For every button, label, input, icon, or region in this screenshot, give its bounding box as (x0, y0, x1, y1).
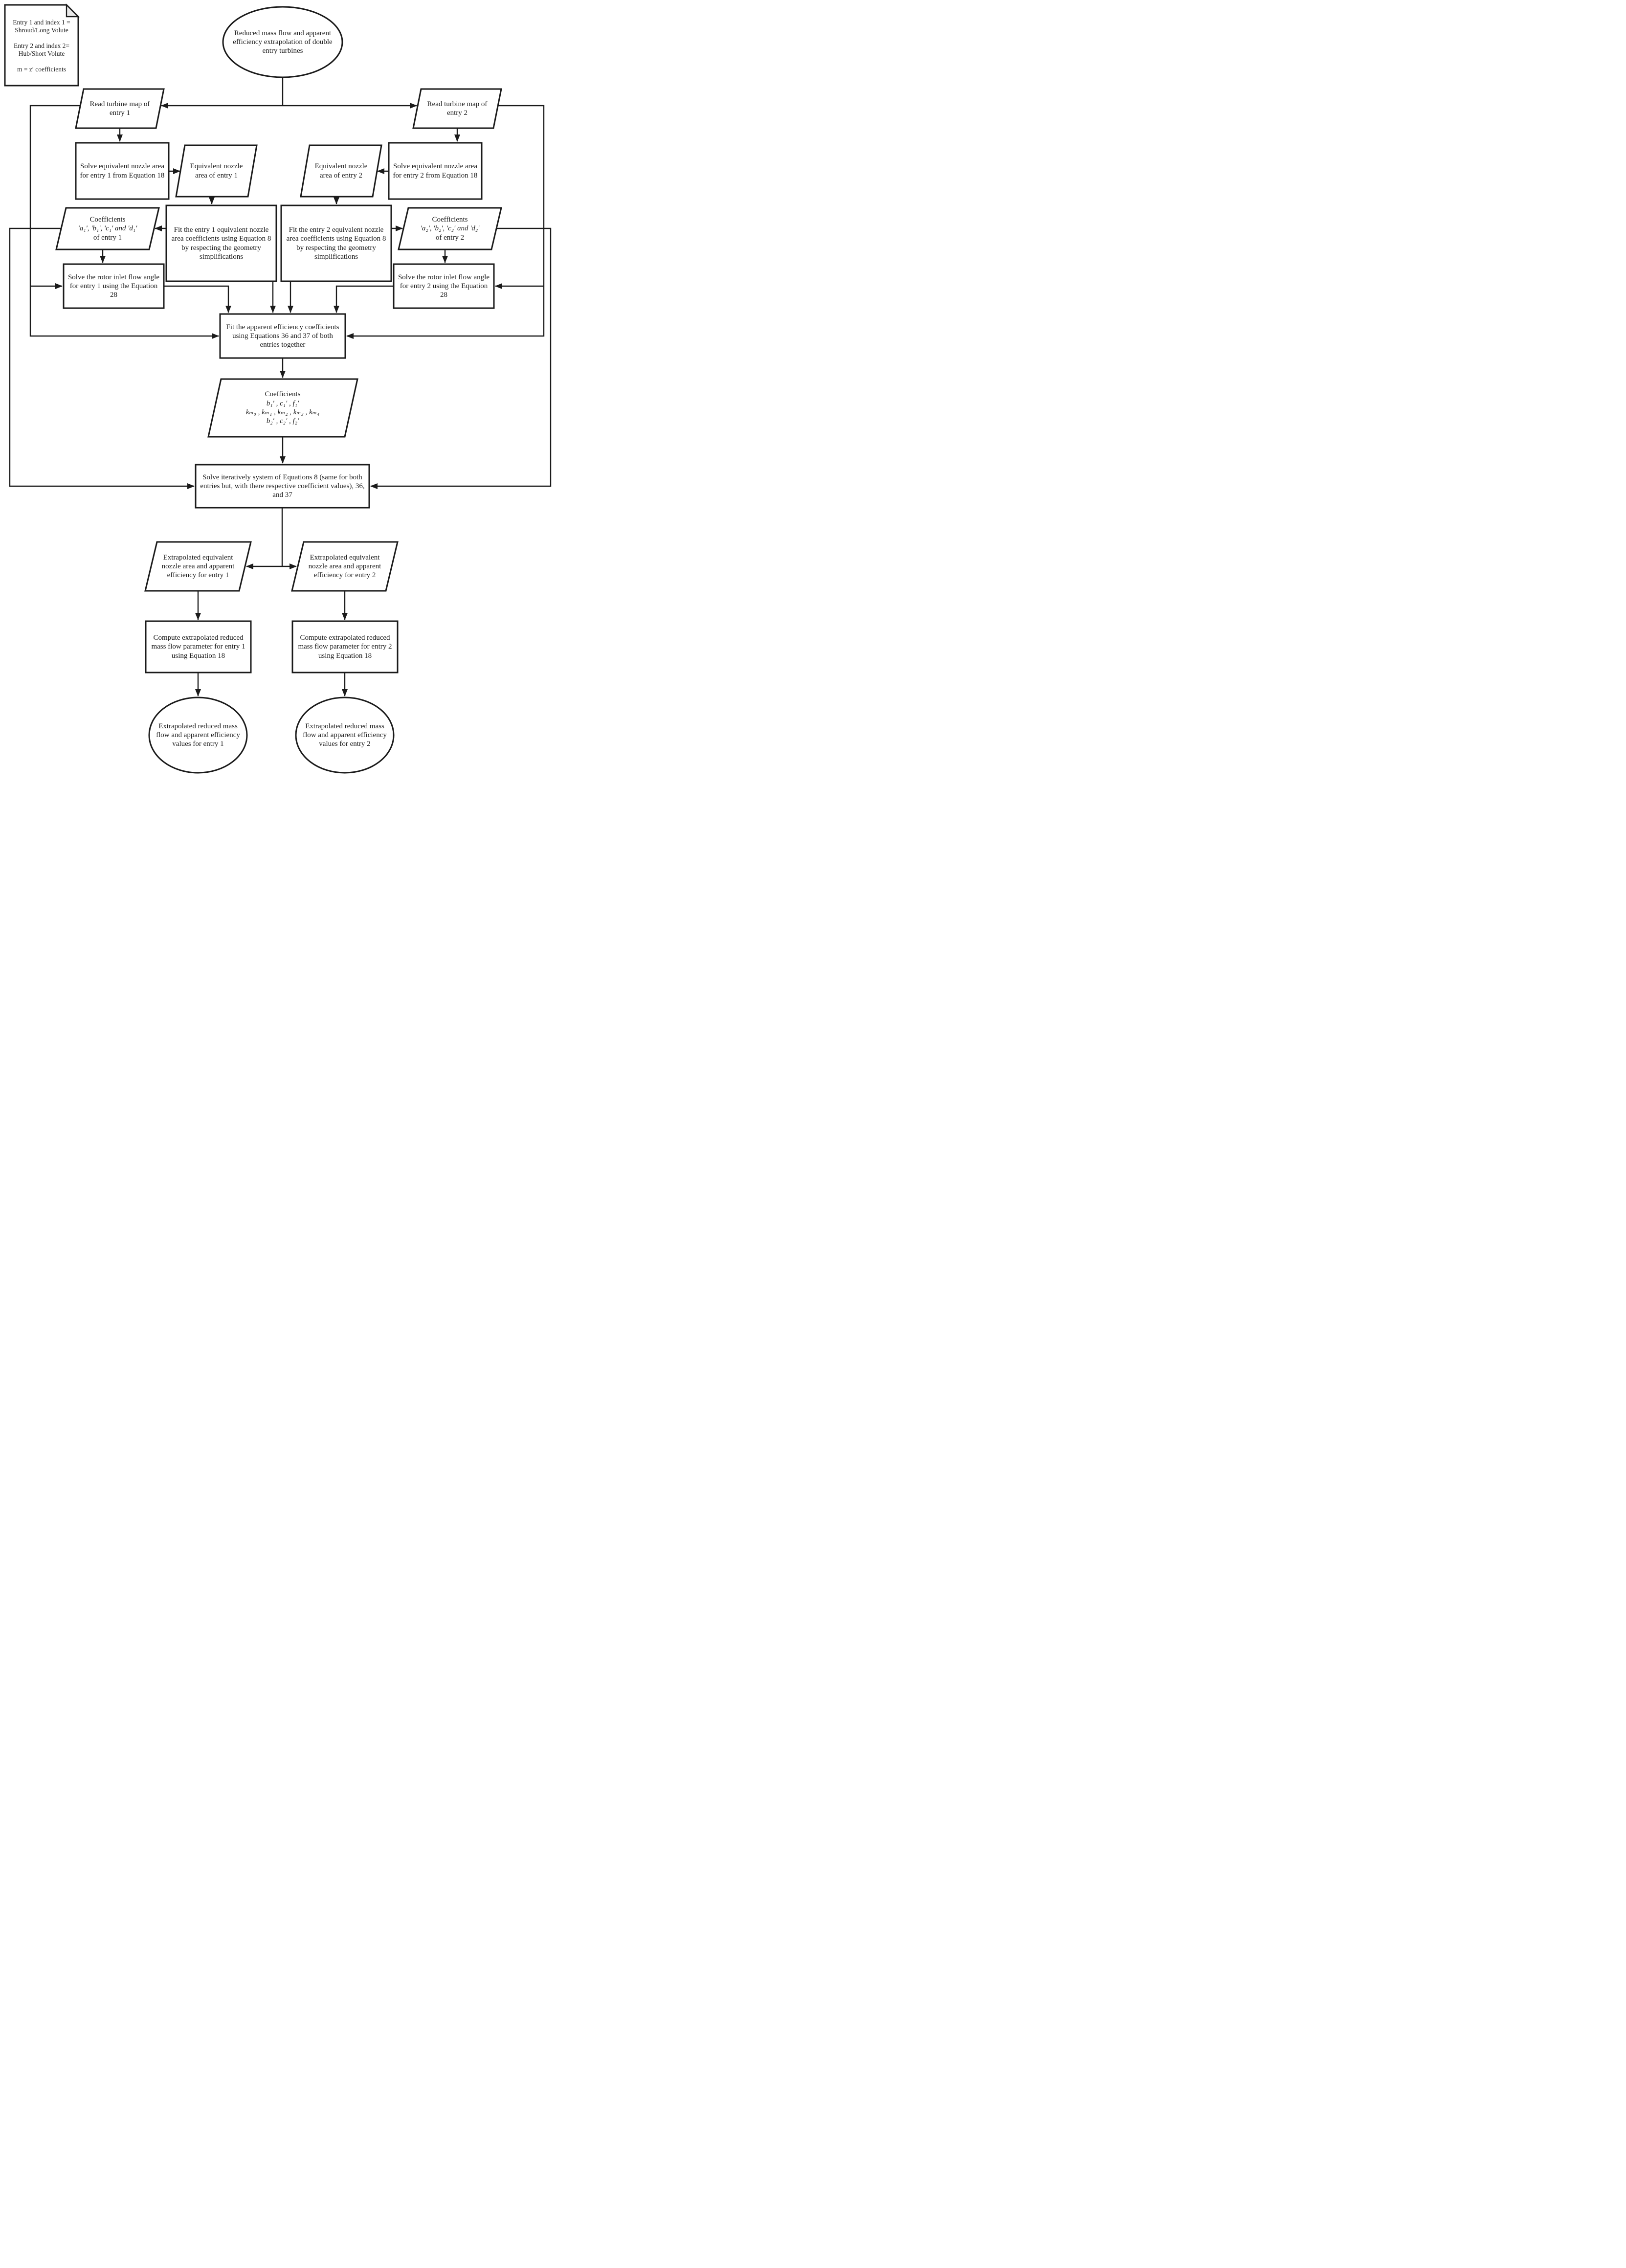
compute-1-label: Compute extrapolated reduced mass flow p… (151, 634, 245, 660)
note-line-2: Entry 2 and index 2= Hub/Short Volute (13, 42, 70, 58)
flowchart-geometry (4, 3, 552, 774)
solve-nozzle-1-shape (75, 142, 170, 200)
nozzle-area-1-label: Equivalent nozzle area of entry 1 (190, 162, 243, 180)
coeff-all-f2: kₘ₀ , kₘ₁ , kₘ₂ , kₘ₃ , kₘ₄ (245, 408, 320, 416)
coeff-2-suffix: of entry 2 (435, 233, 465, 242)
connector-right-rail (346, 105, 545, 339)
coeff-all-title: Coefficients (265, 390, 301, 399)
end-2-shape (295, 696, 395, 774)
fit-apparent-label: Fit the apparent efficiency coefficients… (226, 323, 339, 349)
read-map-1-shape (75, 88, 165, 129)
compute-2-shape (291, 620, 399, 674)
compute-1-shape (145, 620, 252, 674)
extrap-1-label: Extrapolated equivalent nozzle area and … (161, 553, 235, 580)
note-line-3: m = z′ coefficients (17, 65, 66, 73)
connector-rotor2-fitapp (334, 285, 394, 313)
solve-nozzle-2-shape (388, 142, 483, 200)
read-map-2-label: Read turbine map of entry 2 (427, 100, 488, 117)
fit-nozzle-1-label: Fit the entry 1 equivalent nozzle area c… (171, 225, 271, 261)
nozzle-area-2-label: Equivalent nozzle area of entry 2 (314, 162, 368, 180)
rotor-1-shape (63, 263, 165, 309)
read-map-1-label: Read turbine map of entry 1 (89, 100, 150, 117)
end-1-shape (148, 696, 248, 774)
start-label: Reduced mass flow and apparent efficienc… (233, 29, 333, 55)
compute-2-label: Compute extrapolated reduced mass flow p… (298, 634, 392, 660)
coeff-all-f1: b₁′ , c₁′ , f₁′ (266, 399, 299, 407)
coeff-1-label: Coefficients 'a₁', 'b₁', 'c₁' and 'd₁' o… (64, 210, 151, 247)
coeff-2-formula: 'a₂', 'b₂', 'c₂' and 'd₂' (420, 225, 480, 233)
note-line-1: Entry 1 and index 1 = Shroud/Long Volute (13, 19, 70, 34)
coeff-all-f3: b₂′ , c₂′ , f₂′ (266, 417, 299, 426)
coeff-1-title: Coefficients (89, 216, 126, 224)
flowchart-canvas: Entry 1 and index 1 = Shroud/Long Volute… (0, 0, 557, 778)
nozzle-area-2-shape (300, 144, 382, 198)
solve-iter-shape (195, 464, 370, 509)
extrap-2-shape (291, 541, 399, 592)
end-2-label: Extrapolated reduced mass flow and appar… (303, 722, 387, 748)
coeff-2-label: Coefficients 'a₂', 'b₂', 'c₂' and 'd₂' o… (406, 210, 493, 247)
fit-apparent-shape (219, 313, 346, 359)
solve-nozzle-1-label: Solve equivalent nozzle area for entry 1… (80, 162, 165, 180)
end-1-label: Extrapolated reduced mass flow and appar… (156, 722, 240, 748)
note-shape (4, 4, 79, 87)
coeff-1-shape (55, 207, 160, 250)
note-label: Entry 1 and index 1 = Shroud/Long Volute… (9, 19, 74, 82)
fit-nozzle-2-shape (280, 204, 392, 282)
fit-nozzle-1-shape (165, 204, 277, 282)
fit-nozzle-2-label: Fit the entry 2 equivalent nozzle area c… (286, 225, 386, 261)
rotor-2-label: Solve the rotor inlet flow angle for ent… (398, 273, 490, 299)
rotor-2-shape (393, 263, 495, 309)
start-shape (222, 6, 343, 78)
coeff-all-shape (207, 378, 358, 438)
connector-coeff1-rail (9, 227, 195, 489)
note-fold-corner (66, 3, 80, 18)
read-map-2-shape (412, 88, 502, 129)
coeff-1-suffix: of entry 1 (93, 233, 122, 242)
solve-nozzle-2-label: Solve equivalent nozzle area for entry 2… (393, 162, 478, 180)
coeff-2-shape (398, 207, 502, 250)
coeff-all-label: Coefficients b₁′ , c₁′ , f₁′ kₘ₀ , kₘ₁ ,… (226, 382, 339, 434)
rotor-1-label: Solve the rotor inlet flow angle for ent… (67, 273, 160, 299)
coeff-2-title: Coefficients (432, 216, 468, 224)
extrap-1-shape (144, 541, 252, 592)
coeff-1-formula: 'a₁', 'b₁', 'c₁' and 'd₁' (78, 225, 137, 233)
solve-iter-label: Solve iteratively system of Equations 8 … (200, 473, 365, 499)
connector-left-rail (29, 105, 219, 339)
extrap-2-label: Extrapolated equivalent nozzle area and … (308, 553, 381, 580)
connector-coeff2-rail (370, 227, 552, 489)
connector-rotor1-fitapp (164, 285, 231, 313)
nozzle-area-1-shape (175, 144, 258, 198)
